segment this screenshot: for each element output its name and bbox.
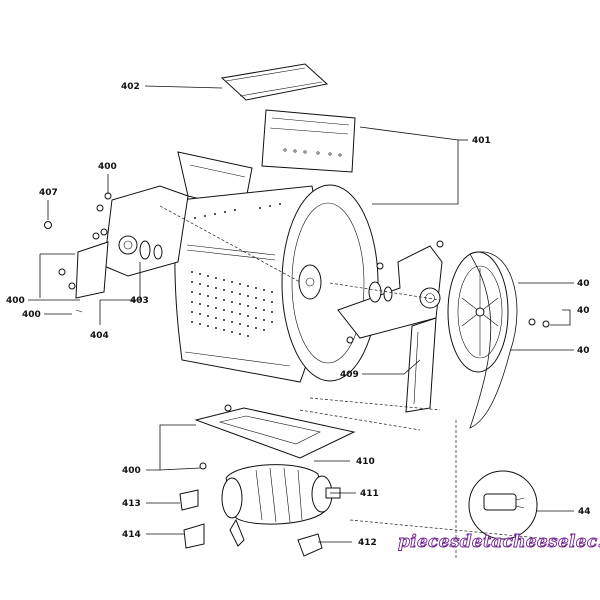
part-401-drum: [174, 109, 379, 383]
callout-409: 409: [340, 370, 359, 380]
part-414-connector: [183, 523, 205, 549]
watermark-text: piecesdetacheeselec.com: [398, 532, 600, 552]
callout-413: 413: [122, 499, 141, 509]
callout-412: 412: [358, 538, 377, 548]
callout-403: 403: [130, 296, 149, 306]
callout-40-c: 40: [577, 346, 590, 356]
callout-40-b: 40: [577, 306, 590, 316]
callout-400-left: 400: [6, 296, 25, 306]
part-402-lid-cover: [220, 63, 329, 101]
callout-407: 407: [39, 188, 58, 198]
part-413-clip: [179, 489, 199, 511]
part-412-brush: [297, 533, 323, 557]
callout-404: 404: [90, 331, 109, 341]
callout-400-top: 400: [98, 162, 117, 172]
callout-402: 402: [121, 82, 140, 92]
callout-411: 411: [360, 489, 379, 499]
assembly-guide-lines: [159, 205, 561, 560]
callout-40-a: 40: [577, 279, 590, 289]
callout-leader-lines: [28, 85, 574, 543]
left-bearing-bracket: [44, 185, 189, 313]
part-409-support-leg: [405, 317, 437, 413]
callout-labels: 402 401 400 407 400 400 403 404 40 40 40…: [6, 82, 591, 548]
callout-410: 410: [356, 457, 375, 467]
callout-401: 401: [472, 136, 491, 146]
part-411-motor: [221, 464, 341, 547]
part-410-motor-support: [194, 404, 356, 470]
part-44-capacitor: [468, 470, 538, 540]
pulley-and-belt: [447, 251, 550, 429]
callout-400-bottom: 400: [122, 466, 141, 476]
callout-414: 414: [122, 530, 141, 540]
callout-44: 44: [578, 507, 591, 517]
callout-400-left2: 400: [22, 310, 41, 320]
